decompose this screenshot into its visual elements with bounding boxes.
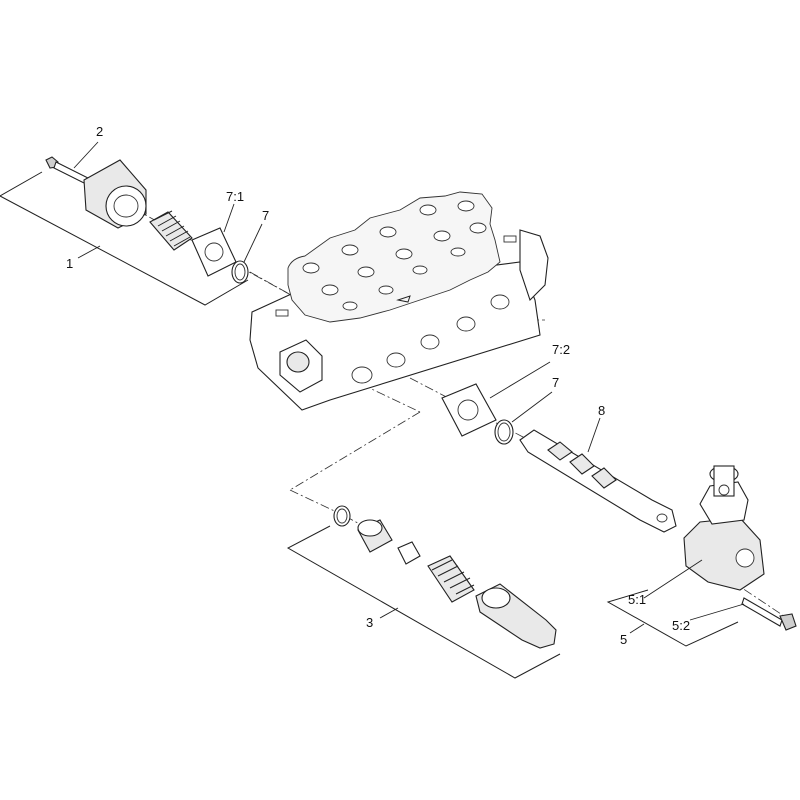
- label-item-7-lower: 7: [552, 375, 559, 390]
- label-item-7-upper: 7: [262, 208, 269, 223]
- label-item-5: 5: [620, 632, 627, 647]
- spring-item-3: [427, 555, 475, 603]
- relief-valve-cap-item-1: [83, 159, 147, 229]
- spring: [149, 210, 193, 251]
- group-bracket-3: [286, 525, 561, 679]
- label-item-3: 3: [366, 615, 373, 630]
- label-item-5-2: 5:2: [672, 618, 690, 633]
- callout-labels: 2 1 7:1 7 7:2 7 8 3 5:1 5:2 5: [66, 124, 690, 647]
- lever-housing-item-5-1: [643, 465, 765, 599]
- group-bracket-1: [0, 171, 249, 306]
- label-item-1: 1: [66, 256, 73, 271]
- spool-item-8: [519, 417, 677, 533]
- plug-item-3: [357, 519, 393, 553]
- label-item-2: 2: [96, 124, 103, 139]
- label-item-7-2: 7:2: [552, 342, 570, 357]
- o-ring-item-7-upper: [231, 223, 263, 284]
- bolt-item-5-2: [689, 597, 797, 631]
- o-ring-item-3: [333, 505, 351, 527]
- end-cap-item-3: [475, 583, 557, 649]
- group-bracket-5: [606, 589, 739, 647]
- valve-block-body: [249, 191, 549, 411]
- poppet-item-3: [397, 541, 421, 565]
- flange-plate-item-7-2: [441, 361, 551, 437]
- label-item-8: 8: [598, 403, 605, 418]
- flange-plate-item-7-1: [191, 203, 237, 277]
- bolt-item-2: [45, 141, 99, 185]
- o-ring-item-7-lower: [494, 391, 553, 445]
- label-item-7-1: 7:1: [226, 189, 244, 204]
- label-item-5-1: 5:1: [628, 592, 646, 607]
